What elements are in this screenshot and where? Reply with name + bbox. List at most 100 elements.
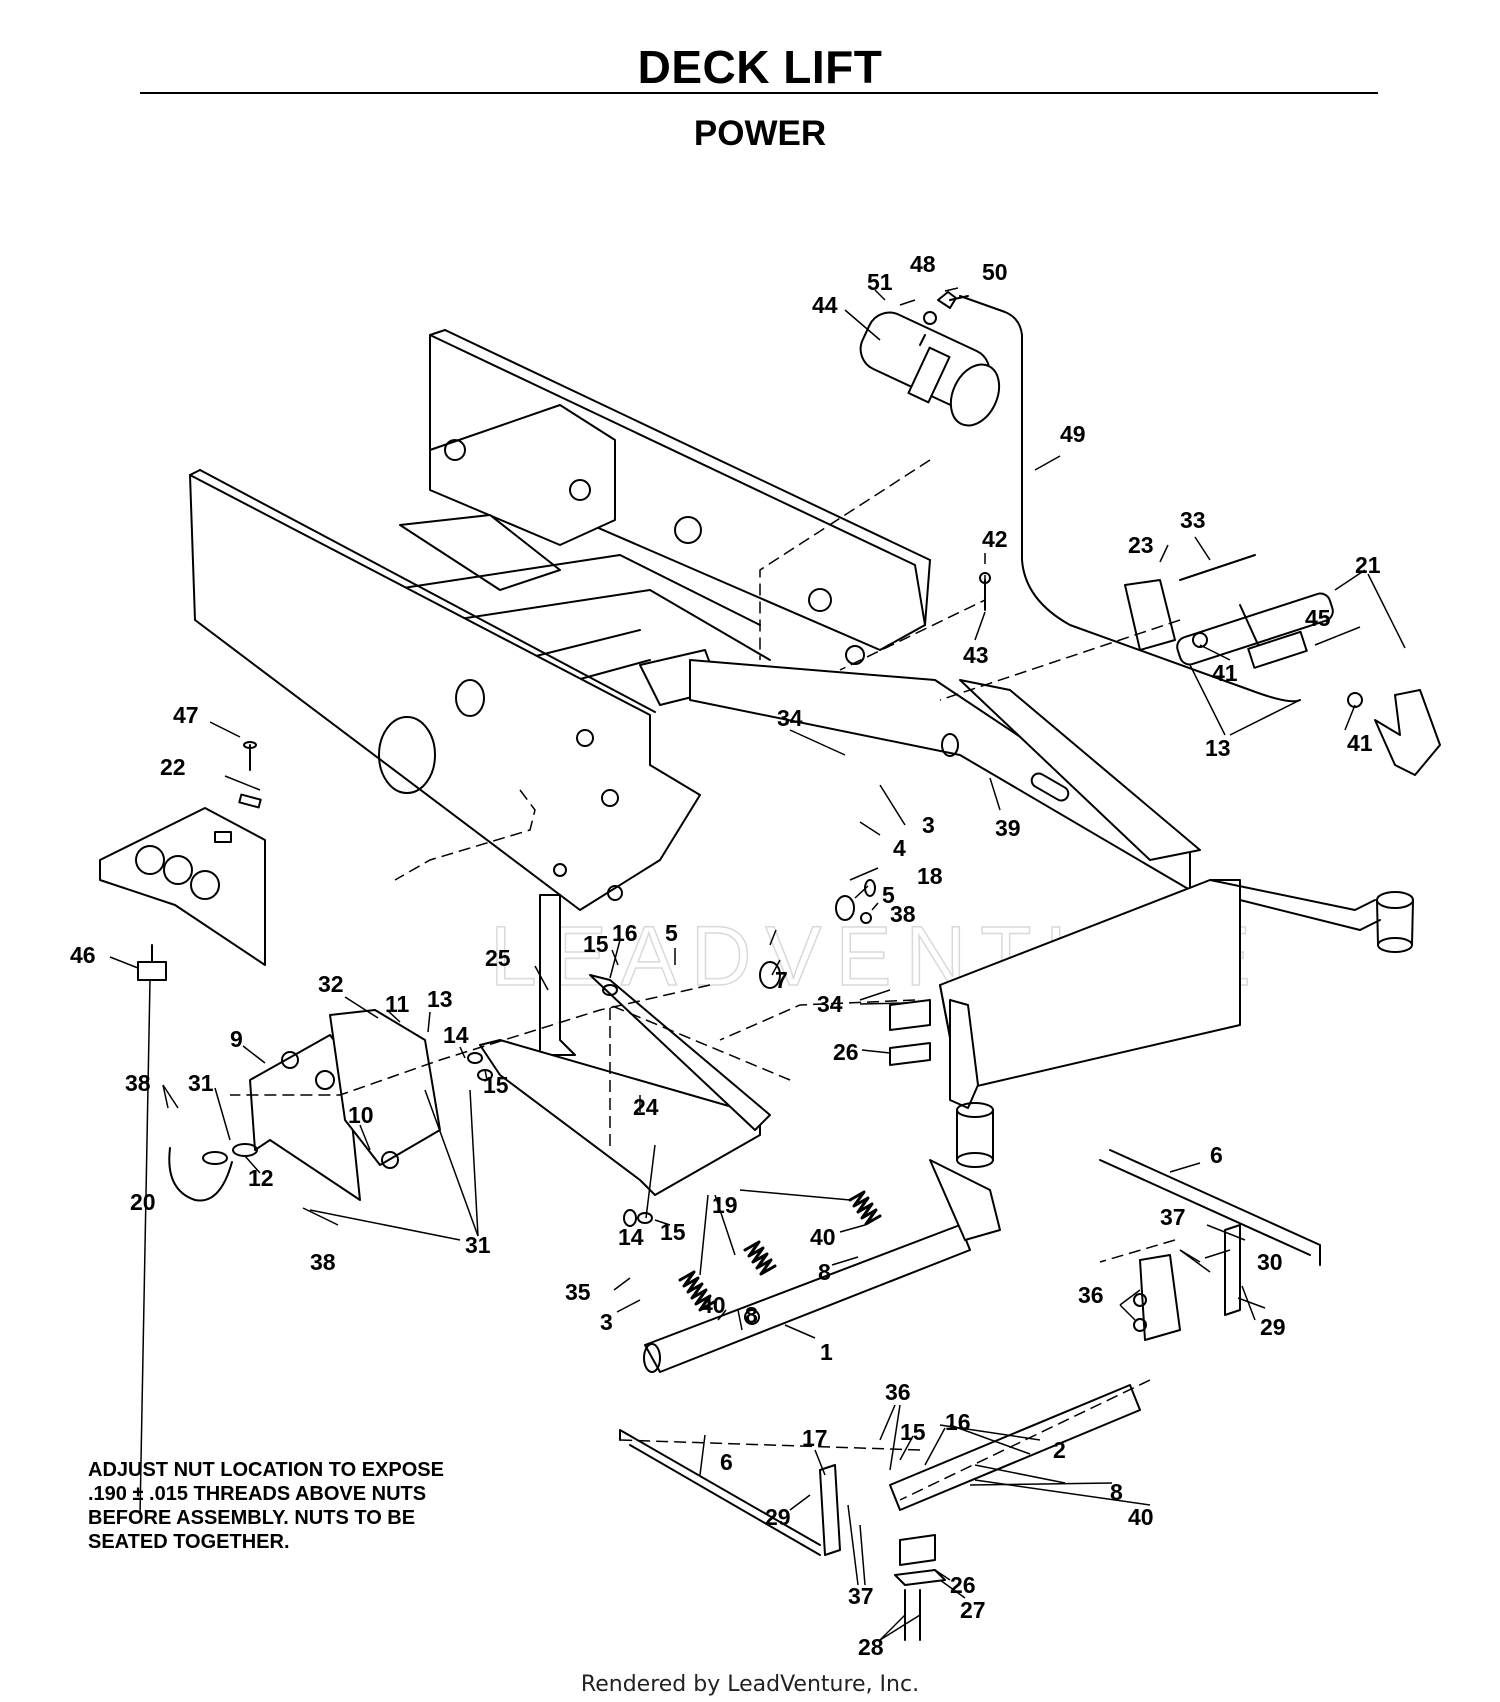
front-post [949, 999, 994, 1168]
callout-35: 35 [565, 1279, 591, 1305]
lift-rods [619, 1149, 1321, 1556]
callout-40b: 40 [700, 1292, 726, 1318]
callout-41b: 41 [1347, 730, 1373, 756]
page-subtitle: POWER [693, 114, 827, 153]
fasteners [467, 572, 1363, 1332]
callout-11: 11 [385, 991, 410, 1017]
callout-16a: 16 [612, 920, 638, 946]
alignment-lines [230, 459, 1181, 1501]
frame-right-rail [689, 659, 1241, 1091]
callout-47: 47 [173, 702, 199, 728]
callout-3a: 3 [922, 812, 935, 838]
callout-44: 44 [812, 292, 838, 318]
callout-13b: 13 [427, 986, 453, 1012]
callout-36b: 36 [885, 1379, 911, 1405]
callout-34a: 34 [777, 705, 803, 731]
assembly-note: ADJUST NUT LOCATION TO EXPOSE .190 ± .01… [88, 1458, 488, 1554]
callout-9: 9 [230, 1026, 243, 1052]
cable [168, 1147, 233, 1202]
callout-22: 22 [160, 754, 186, 780]
callout-37a: 37 [1160, 1204, 1186, 1230]
callout-14b: 14 [618, 1224, 644, 1250]
frame-left-side-plate [189, 469, 701, 911]
callout-3b: 3 [600, 1309, 613, 1335]
note-line: BEFORE ASSEMBLY. NUTS TO BE [88, 1507, 416, 1529]
callout-18: 18 [917, 863, 943, 889]
hydraulic-cylinder [1124, 554, 1441, 776]
callout-38b: 38 [125, 1070, 151, 1096]
callout-43: 43 [963, 642, 989, 668]
callout-15b: 15 [483, 1072, 509, 1098]
lift-shaft-front [643, 1159, 1001, 1373]
callout-2: 2 [1053, 1437, 1066, 1463]
leader-lines [109, 287, 1406, 1641]
hydraulic-hose [959, 295, 1301, 703]
note-line: SEATED TOGETHER. [88, 1531, 290, 1553]
callout-39: 39 [995, 815, 1021, 841]
pump-motor [859, 291, 1001, 427]
callout-15c: 15 [660, 1219, 686, 1245]
callout-6b: 6 [720, 1449, 733, 1475]
switch-plate [99, 741, 266, 966]
callout-17: 17 [802, 1425, 828, 1451]
callout-50: 50 [982, 259, 1008, 285]
callout-31a: 31 [188, 1070, 214, 1096]
callout-49: 49 [1060, 421, 1086, 447]
callout-15a: 15 [583, 931, 609, 957]
callout-46: 46 [70, 942, 96, 968]
deck-arm-right [1209, 879, 1414, 953]
note-line: .190 ± .015 THREADS ABOVE NUTS [88, 1483, 427, 1505]
callout-29a: 29 [1260, 1314, 1286, 1340]
callout-21: 21 [1355, 552, 1381, 578]
callout-38c: 38 [310, 1249, 336, 1275]
callout-26b: 26 [950, 1572, 976, 1598]
callout-16b: 16 [945, 1409, 971, 1435]
callout-33: 33 [1180, 507, 1206, 533]
toggle-switch [137, 944, 167, 981]
callout-12: 12 [248, 1165, 274, 1191]
footer-credit: Rendered by LeadVenture, Inc. [580, 1672, 920, 1697]
chain-links [819, 1224, 1241, 1556]
springs [678, 1190, 882, 1312]
callout-14a: 14 [443, 1022, 469, 1048]
callout-30: 30 [1257, 1249, 1283, 1275]
callout-45: 45 [1305, 605, 1331, 631]
callout-34b: 34 [817, 991, 843, 1017]
callout-1: 1 [820, 1339, 833, 1365]
callout-32: 32 [318, 971, 344, 997]
callout-25: 25 [485, 945, 511, 971]
lift-shaft-rear [889, 1254, 1181, 1511]
callout-41a: 41 [1212, 660, 1238, 686]
callout-51: 51 [867, 269, 893, 295]
callout-24: 24 [633, 1094, 659, 1120]
callout-48: 48 [910, 251, 936, 277]
callout-10: 10 [348, 1102, 374, 1128]
callout-7: 7 [775, 967, 788, 993]
lift-links [479, 894, 771, 1196]
callout-37b: 37 [848, 1583, 874, 1609]
callout-20: 20 [130, 1189, 156, 1215]
callout-38a: 38 [890, 901, 916, 927]
callout-8b: 8 [745, 1302, 758, 1328]
page-title: DECK LIFT [637, 41, 883, 93]
callout-29b: 29 [765, 1504, 791, 1530]
callout-8a: 8 [818, 1259, 831, 1285]
clamp-blocks [889, 999, 946, 1641]
callout-19: 19 [712, 1192, 738, 1218]
title-rule [140, 92, 1378, 94]
callout-15d: 15 [900, 1419, 926, 1445]
callout-13a: 13 [1205, 735, 1231, 761]
callout-labels: 44 51 48 50 49 42 43 33 23 21 45 41 13 4… [70, 251, 1381, 1660]
callout-4: 4 [893, 835, 906, 861]
callout-8c: 8 [1110, 1479, 1123, 1505]
callout-6a: 6 [1210, 1142, 1223, 1168]
callout-42: 42 [982, 526, 1008, 552]
callout-40c: 40 [1128, 1504, 1154, 1530]
callout-28: 28 [858, 1634, 884, 1660]
callout-36a: 36 [1078, 1282, 1104, 1308]
callout-5a: 5 [882, 882, 895, 908]
callout-5b: 5 [665, 920, 678, 946]
callout-26a: 26 [833, 1039, 859, 1065]
note-line: ADJUST NUT LOCATION TO EXPOSE [88, 1459, 444, 1481]
